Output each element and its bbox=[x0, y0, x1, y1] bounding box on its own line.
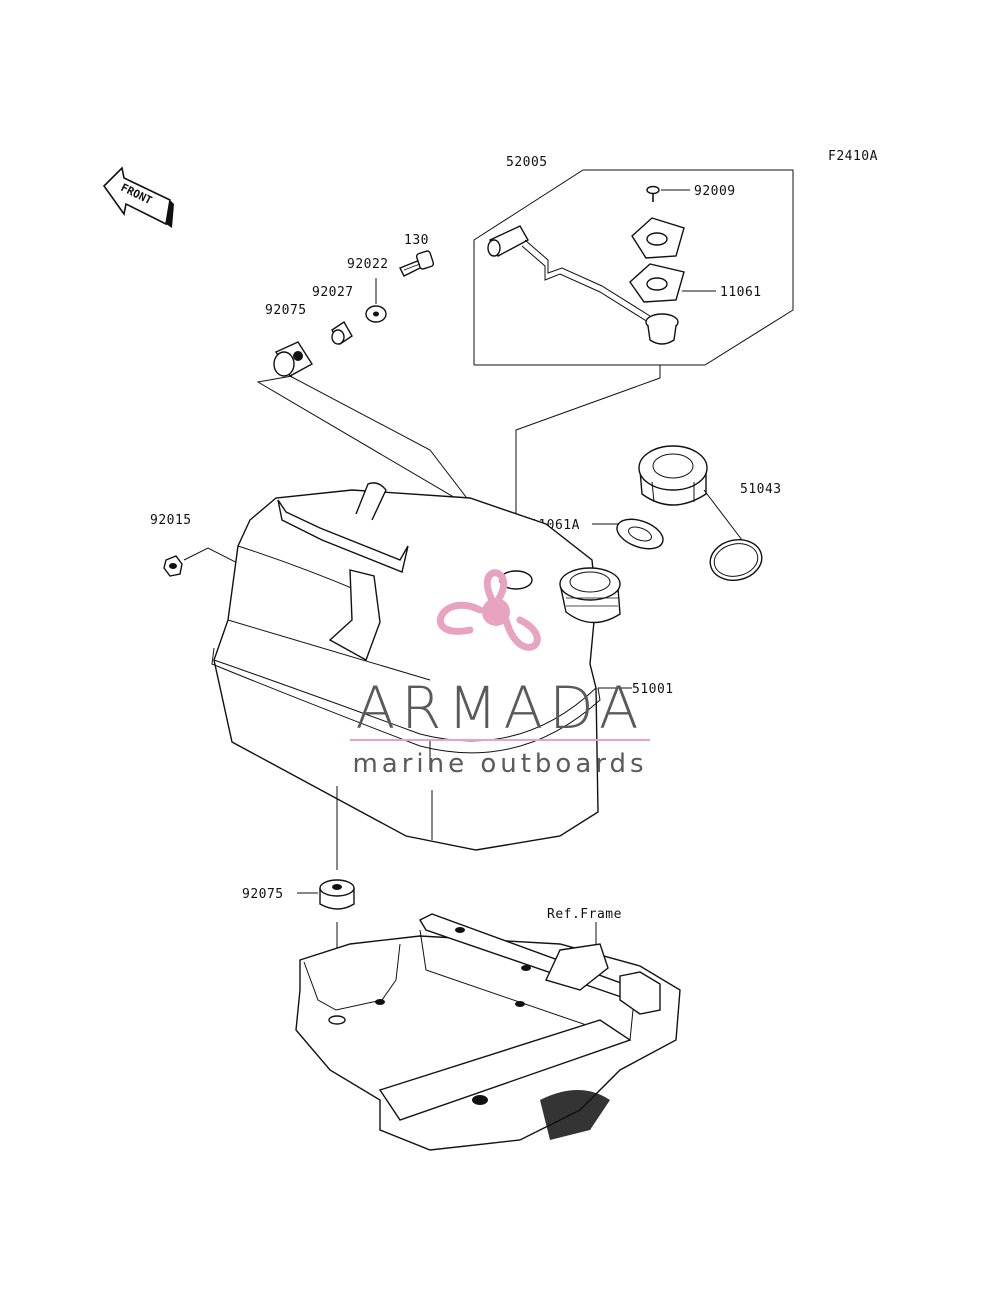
reference-frame-icon bbox=[295, 913, 681, 1151]
rubber-damper-top-icon bbox=[273, 341, 313, 377]
part-label-130: 130 bbox=[404, 233, 429, 248]
part-label-11061: 11061 bbox=[720, 285, 762, 300]
bolt-icon bbox=[399, 250, 435, 277]
watermark-brand: ARMADA bbox=[355, 674, 644, 742]
fuel-cap-icon bbox=[638, 445, 763, 581]
part-label-52005: 52005 bbox=[506, 155, 548, 170]
armada-watermark: ARMADA marine outboards bbox=[350, 569, 650, 779]
sender-head-icon bbox=[645, 313, 679, 345]
part-label-51043: 51043 bbox=[740, 482, 782, 497]
part-label-92027: 92027 bbox=[312, 285, 354, 300]
fuel-tank-icon bbox=[211, 482, 621, 851]
ref-frame-label: Ref.Frame bbox=[547, 907, 622, 922]
retainer-plate-icon bbox=[631, 217, 685, 259]
part-label-92022: 92022 bbox=[347, 257, 389, 272]
screw-icon bbox=[646, 185, 660, 202]
rubber-damper-bottom-icon bbox=[319, 879, 355, 910]
cap-gasket-icon bbox=[616, 518, 664, 550]
propeller-logo-icon bbox=[437, 569, 541, 651]
washer-icon bbox=[365, 305, 387, 323]
collar-icon bbox=[331, 321, 353, 345]
part-label-92075-bottom: 92075 bbox=[242, 887, 284, 902]
part-label-51001: 51001 bbox=[632, 682, 674, 697]
nut-icon bbox=[163, 555, 183, 577]
gasket-icon bbox=[629, 263, 685, 303]
fuel-float-icon bbox=[487, 225, 651, 323]
part-label-92015: 92015 bbox=[150, 513, 192, 528]
watermark-tagline: marine outboards bbox=[352, 749, 647, 779]
fuel-sender-assembly-outline bbox=[473, 169, 794, 366]
part-label-92009: 92009 bbox=[694, 184, 736, 199]
part-label-92075-top: 92075 bbox=[265, 303, 307, 318]
front-arrow-icon: FRONT bbox=[102, 166, 174, 228]
figure-code: F2410A bbox=[828, 149, 878, 164]
